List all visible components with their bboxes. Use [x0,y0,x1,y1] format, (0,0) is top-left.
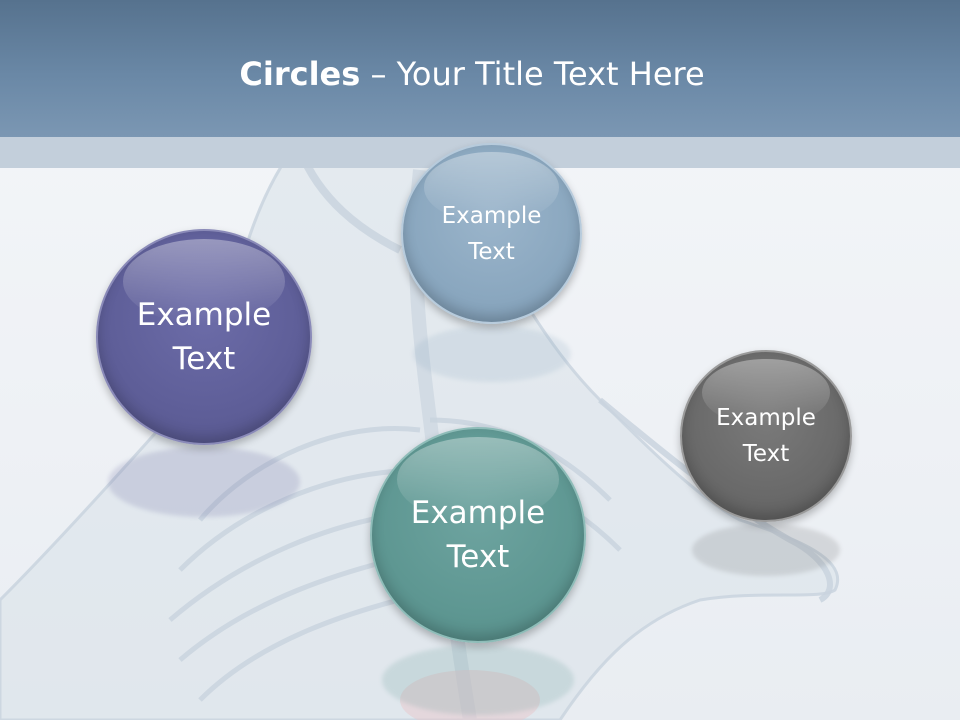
circle-blue[interactable]: Example Text [401,143,582,324]
circle-label: Example Text [410,495,546,575]
title-bold: Circles [239,55,361,93]
header-bar [0,0,960,137]
circle-reflection [382,645,574,715]
circle-label: Example Text [441,202,542,265]
circle-gray[interactable]: Example Text [680,350,852,522]
slide-title[interactable]: Circles – Your Title Text Here [0,52,944,96]
circle-label: Example Text [136,297,272,377]
circle-reflection [692,524,840,576]
circle-reflection [413,326,571,382]
circle-teal[interactable]: Example Text [370,427,586,643]
title-rest: – Your Title Text Here [360,55,705,93]
circle-purple[interactable]: Example Text [96,229,312,445]
circle-reflection [108,447,300,517]
circle-label: Example Text [716,405,816,467]
